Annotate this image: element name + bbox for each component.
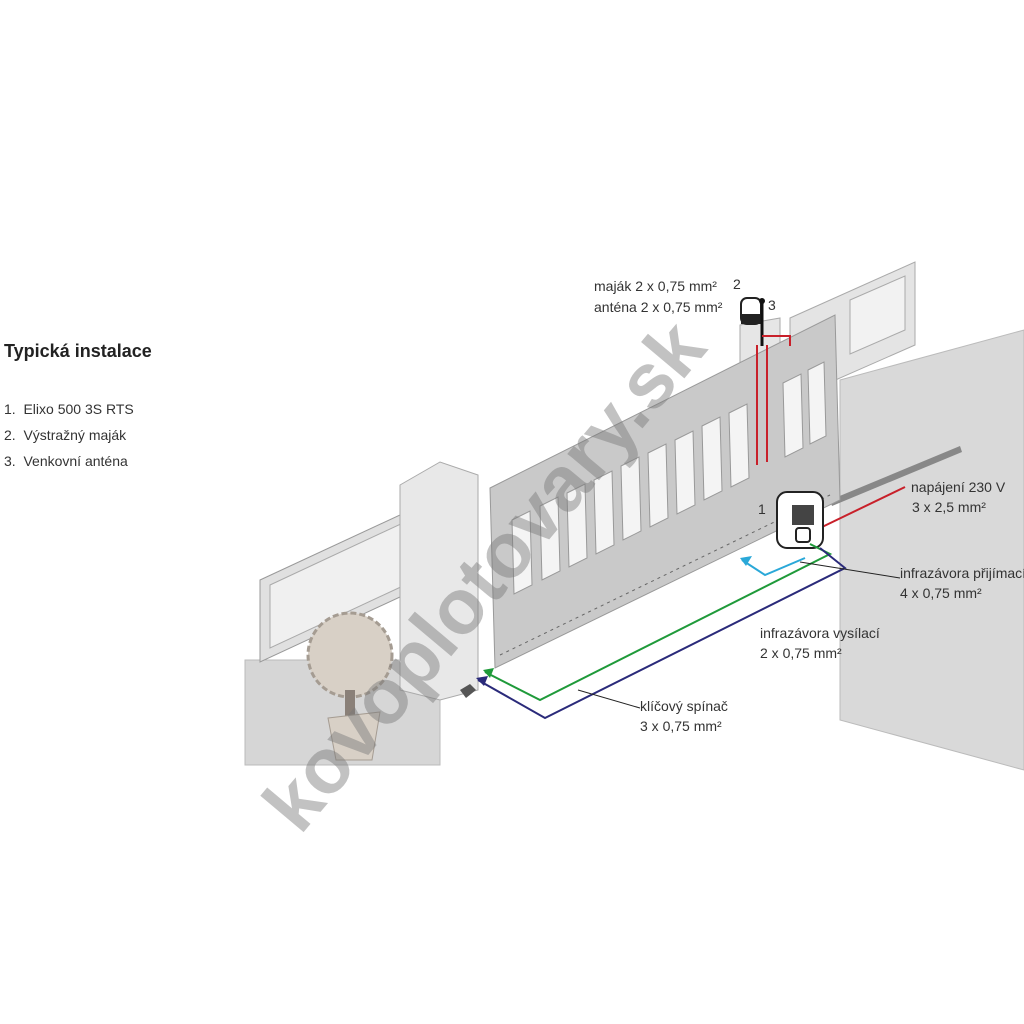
receiver-cable [741,557,806,577]
right-wall [839,329,1024,771]
legend-num: 2. [4,427,16,443]
gate-openings [511,361,827,595]
power-spec: 3 x 2,5 mm² [912,499,986,515]
legend-label: Výstražný maják [23,427,127,443]
beacon-cable-label: maják 2 x 0,75 mm² [594,278,717,294]
legend-item: 3. Venkovní anténa [4,448,134,474]
marker-antenna: 3 [768,297,776,313]
antenna-cable-label: anténa 2 x 0,75 mm² [594,299,723,315]
power-cable [756,335,906,529]
marker-motor: 1 [758,501,766,517]
marker-beacon: 2 [733,276,741,292]
gate-rail [830,446,962,506]
keyswitch-label: klíčový spínač [640,698,728,714]
transmitter-label: infrazávora vysílací [760,625,880,641]
left-pillar [399,461,479,701]
legend-item: 1. Elixo 500 3S RTS [4,396,134,422]
legend-num: 1. [4,401,16,417]
legend-num: 3. [4,453,16,469]
power-label: napájení 230 V [911,479,1006,495]
flower-pot [327,711,381,761]
receiver-spec: 4 x 0,75 mm² [900,585,982,601]
legend-item: 2. Výstražný maják [4,422,134,448]
key-switch-icon [460,684,476,698]
legend-label: Venkovní anténa [23,453,128,469]
receiver-label: infrazávora přijímací [900,565,1024,581]
page-title: Typická instalace [4,341,152,361]
keyswitch-cable [477,547,847,720]
keyswitch-spec: 3 x 0,75 mm² [640,718,722,734]
legend-list: 1. Elixo 500 3S RTS 2. Výstražný maják 3… [4,396,134,474]
legend-label: Elixo 500 3S RTS [23,401,134,417]
motor-unit [776,491,824,549]
transmitter-spec: 2 x 0,75 mm² [760,645,842,661]
